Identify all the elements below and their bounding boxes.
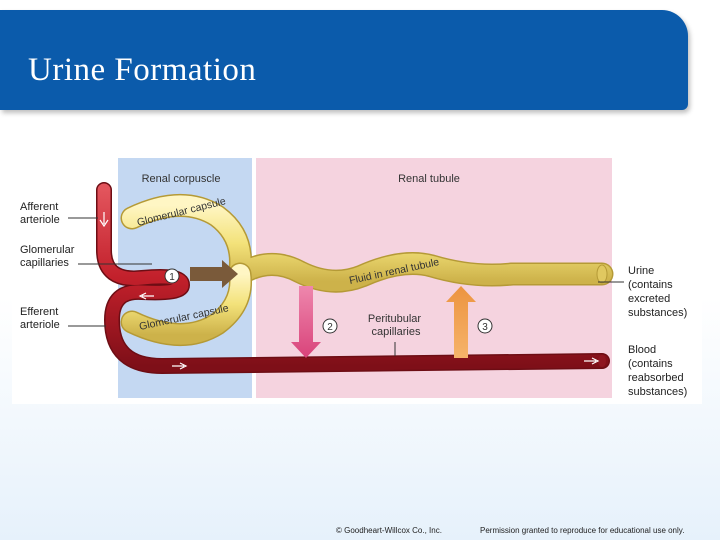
peritubular-label: Peritubular capillaries <box>368 313 424 338</box>
permission-text: Permission granted to reproduce for educ… <box>480 526 685 535</box>
copyright-text: © Goodheart-Willcox Co., Inc. <box>336 526 442 535</box>
urine-formation-diagram: Renal corpuscle Renal tubule 1 2 3 Glome… <box>12 150 702 404</box>
capsule-lower <box>122 264 251 345</box>
renal-corpuscle-heading: Renal corpuscle <box>142 173 221 185</box>
efferent-label: Efferent arteriole <box>20 306 61 331</box>
step1-circle <box>164 268 180 284</box>
glomerular-capillaries-label: Glomerular capillaries <box>20 244 77 269</box>
peritubular-flow-arrow-1 <box>172 362 188 370</box>
title-bar: Urine Formation <box>0 10 688 110</box>
afferent-flow-arrow <box>99 212 109 228</box>
step3-number: 3 <box>482 322 488 333</box>
blood-label: Blood (contains reabsorbed substances) <box>628 344 687 398</box>
efferent-flow-arrow <box>138 292 154 300</box>
downward-arrow <box>291 286 321 358</box>
tubule-end <box>596 264 608 284</box>
filtration-arrow <box>190 260 238 288</box>
diagram-svg: Renal corpuscle Renal tubule 1 2 3 Glome… <box>20 158 687 398</box>
upward-arrow <box>446 286 476 358</box>
step1-number: 1 <box>169 272 175 283</box>
peritubular-flow-arrow-2 <box>584 357 600 365</box>
step2-circle <box>322 318 338 334</box>
step3-circle <box>477 318 493 334</box>
step2-number: 2 <box>327 322 333 333</box>
afferent-label: Afferent arteriole <box>20 201 61 226</box>
blood-vessel <box>97 183 609 373</box>
renal-tubule <box>122 195 612 292</box>
urine-label: Urine (contains excreted substances) <box>628 265 687 319</box>
vessel-end <box>598 355 606 367</box>
slide-title: Urine Formation <box>28 52 257 88</box>
renal-tubule-heading: Renal tubule <box>398 173 460 185</box>
